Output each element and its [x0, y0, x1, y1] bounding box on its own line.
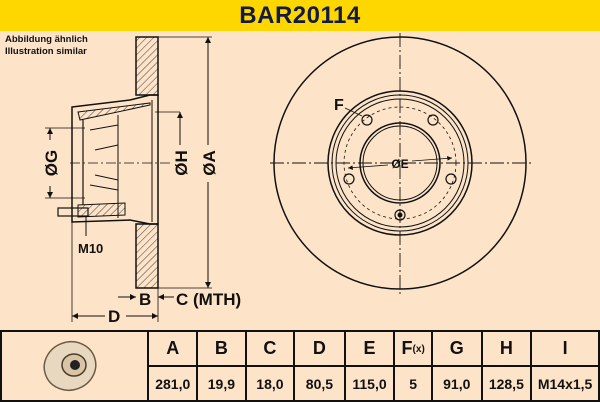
- value-i: M14x1,5: [530, 365, 600, 402]
- dim-label-h: ØH: [172, 150, 191, 176]
- part-number-title: BAR20114: [239, 2, 361, 29]
- dim-label-f: F: [334, 97, 344, 114]
- col-header-a: A: [147, 330, 199, 367]
- header-bar: BAR20114: [0, 0, 600, 31]
- col-header-b: B: [196, 330, 247, 367]
- value-g: 91,0: [431, 365, 483, 402]
- brake-disc-icon: [43, 340, 97, 391]
- col-header-i: I: [530, 330, 600, 367]
- disc-thumbnail: [0, 330, 150, 402]
- value-e: 115,0: [343, 365, 396, 402]
- value-h: 128,5: [480, 365, 533, 402]
- thread-label-m10: M10: [78, 241, 103, 256]
- col-header-f-label: F: [401, 338, 413, 358]
- value-d: 80,5: [293, 365, 346, 402]
- dim-label-d: D: [108, 307, 120, 326]
- dim-label-b: B: [139, 290, 151, 309]
- dim-label-g: ØG: [42, 150, 61, 176]
- dimension-table: A B C D E F(x) G H I 281,0 19,9 18,0 80,…: [0, 330, 600, 402]
- col-header-g: G: [431, 330, 483, 367]
- col-header-f: F(x): [393, 330, 434, 367]
- dim-label-a: ØA: [200, 150, 219, 176]
- value-f: 5: [393, 365, 434, 402]
- value-b: 19,9: [196, 365, 247, 402]
- side-view: ØG ØH ØA M10 B C (MTH) D: [42, 36, 241, 326]
- technical-drawing: ØG ØH ØA M10 B C (MTH) D F ØE: [42, 33, 532, 326]
- illustration-note: Abbildung ähnlich Illustration similar: [5, 34, 88, 58]
- col-header-f-suffix: (x): [412, 344, 425, 355]
- front-view: F ØE: [270, 33, 532, 295]
- col-header-e: E: [343, 330, 396, 367]
- dim-label-e: ØE: [391, 157, 408, 171]
- value-c: 18,0: [244, 365, 296, 402]
- col-header-d: D: [293, 330, 346, 367]
- col-header-h: H: [480, 330, 533, 367]
- note-english: Illustration similar: [5, 46, 87, 57]
- note-german: Abbildung ähnlich: [5, 34, 88, 45]
- value-a: 281,0: [147, 365, 199, 402]
- dim-label-c: C (MTH): [176, 290, 241, 309]
- col-header-c: C: [244, 330, 296, 367]
